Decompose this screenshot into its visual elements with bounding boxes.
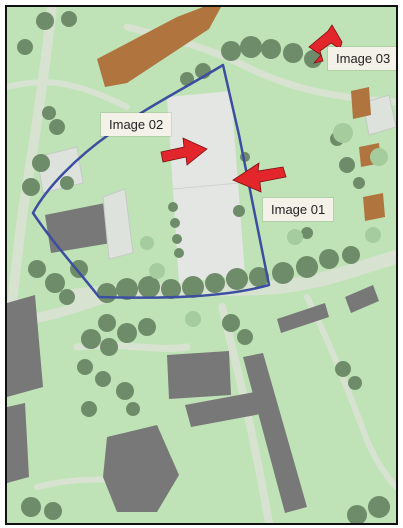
building — [345, 285, 379, 313]
building — [277, 303, 329, 333]
building — [7, 295, 43, 397]
grey-buildings — [7, 203, 379, 513]
map-frame: Image 03 Image 02 Image 01 — [5, 5, 398, 525]
building — [97, 7, 221, 87]
image-03-label: Image 03 — [328, 47, 396, 70]
building — [185, 389, 277, 427]
building — [7, 403, 29, 483]
site-map — [7, 7, 396, 523]
building — [167, 351, 231, 399]
building — [45, 203, 111, 253]
building — [102, 188, 134, 260]
trees — [17, 11, 390, 523]
red-arrow-icon — [160, 137, 208, 166]
red-arrow-icon — [232, 162, 287, 193]
building — [363, 193, 385, 221]
image-02-label: Image 02 — [101, 113, 172, 136]
sports-field — [167, 91, 245, 283]
light-trees — [140, 123, 388, 327]
red-arrow-icon — [308, 24, 343, 64]
brown-buildings — [97, 7, 385, 221]
image-01-label: Image 01 — [263, 198, 334, 221]
field-line — [172, 182, 240, 190]
red-arrow-icon — [160, 24, 343, 193]
building — [103, 425, 179, 512]
site-boundary — [31, 63, 271, 299]
building — [362, 94, 396, 136]
building — [351, 87, 371, 119]
building — [243, 353, 307, 513]
